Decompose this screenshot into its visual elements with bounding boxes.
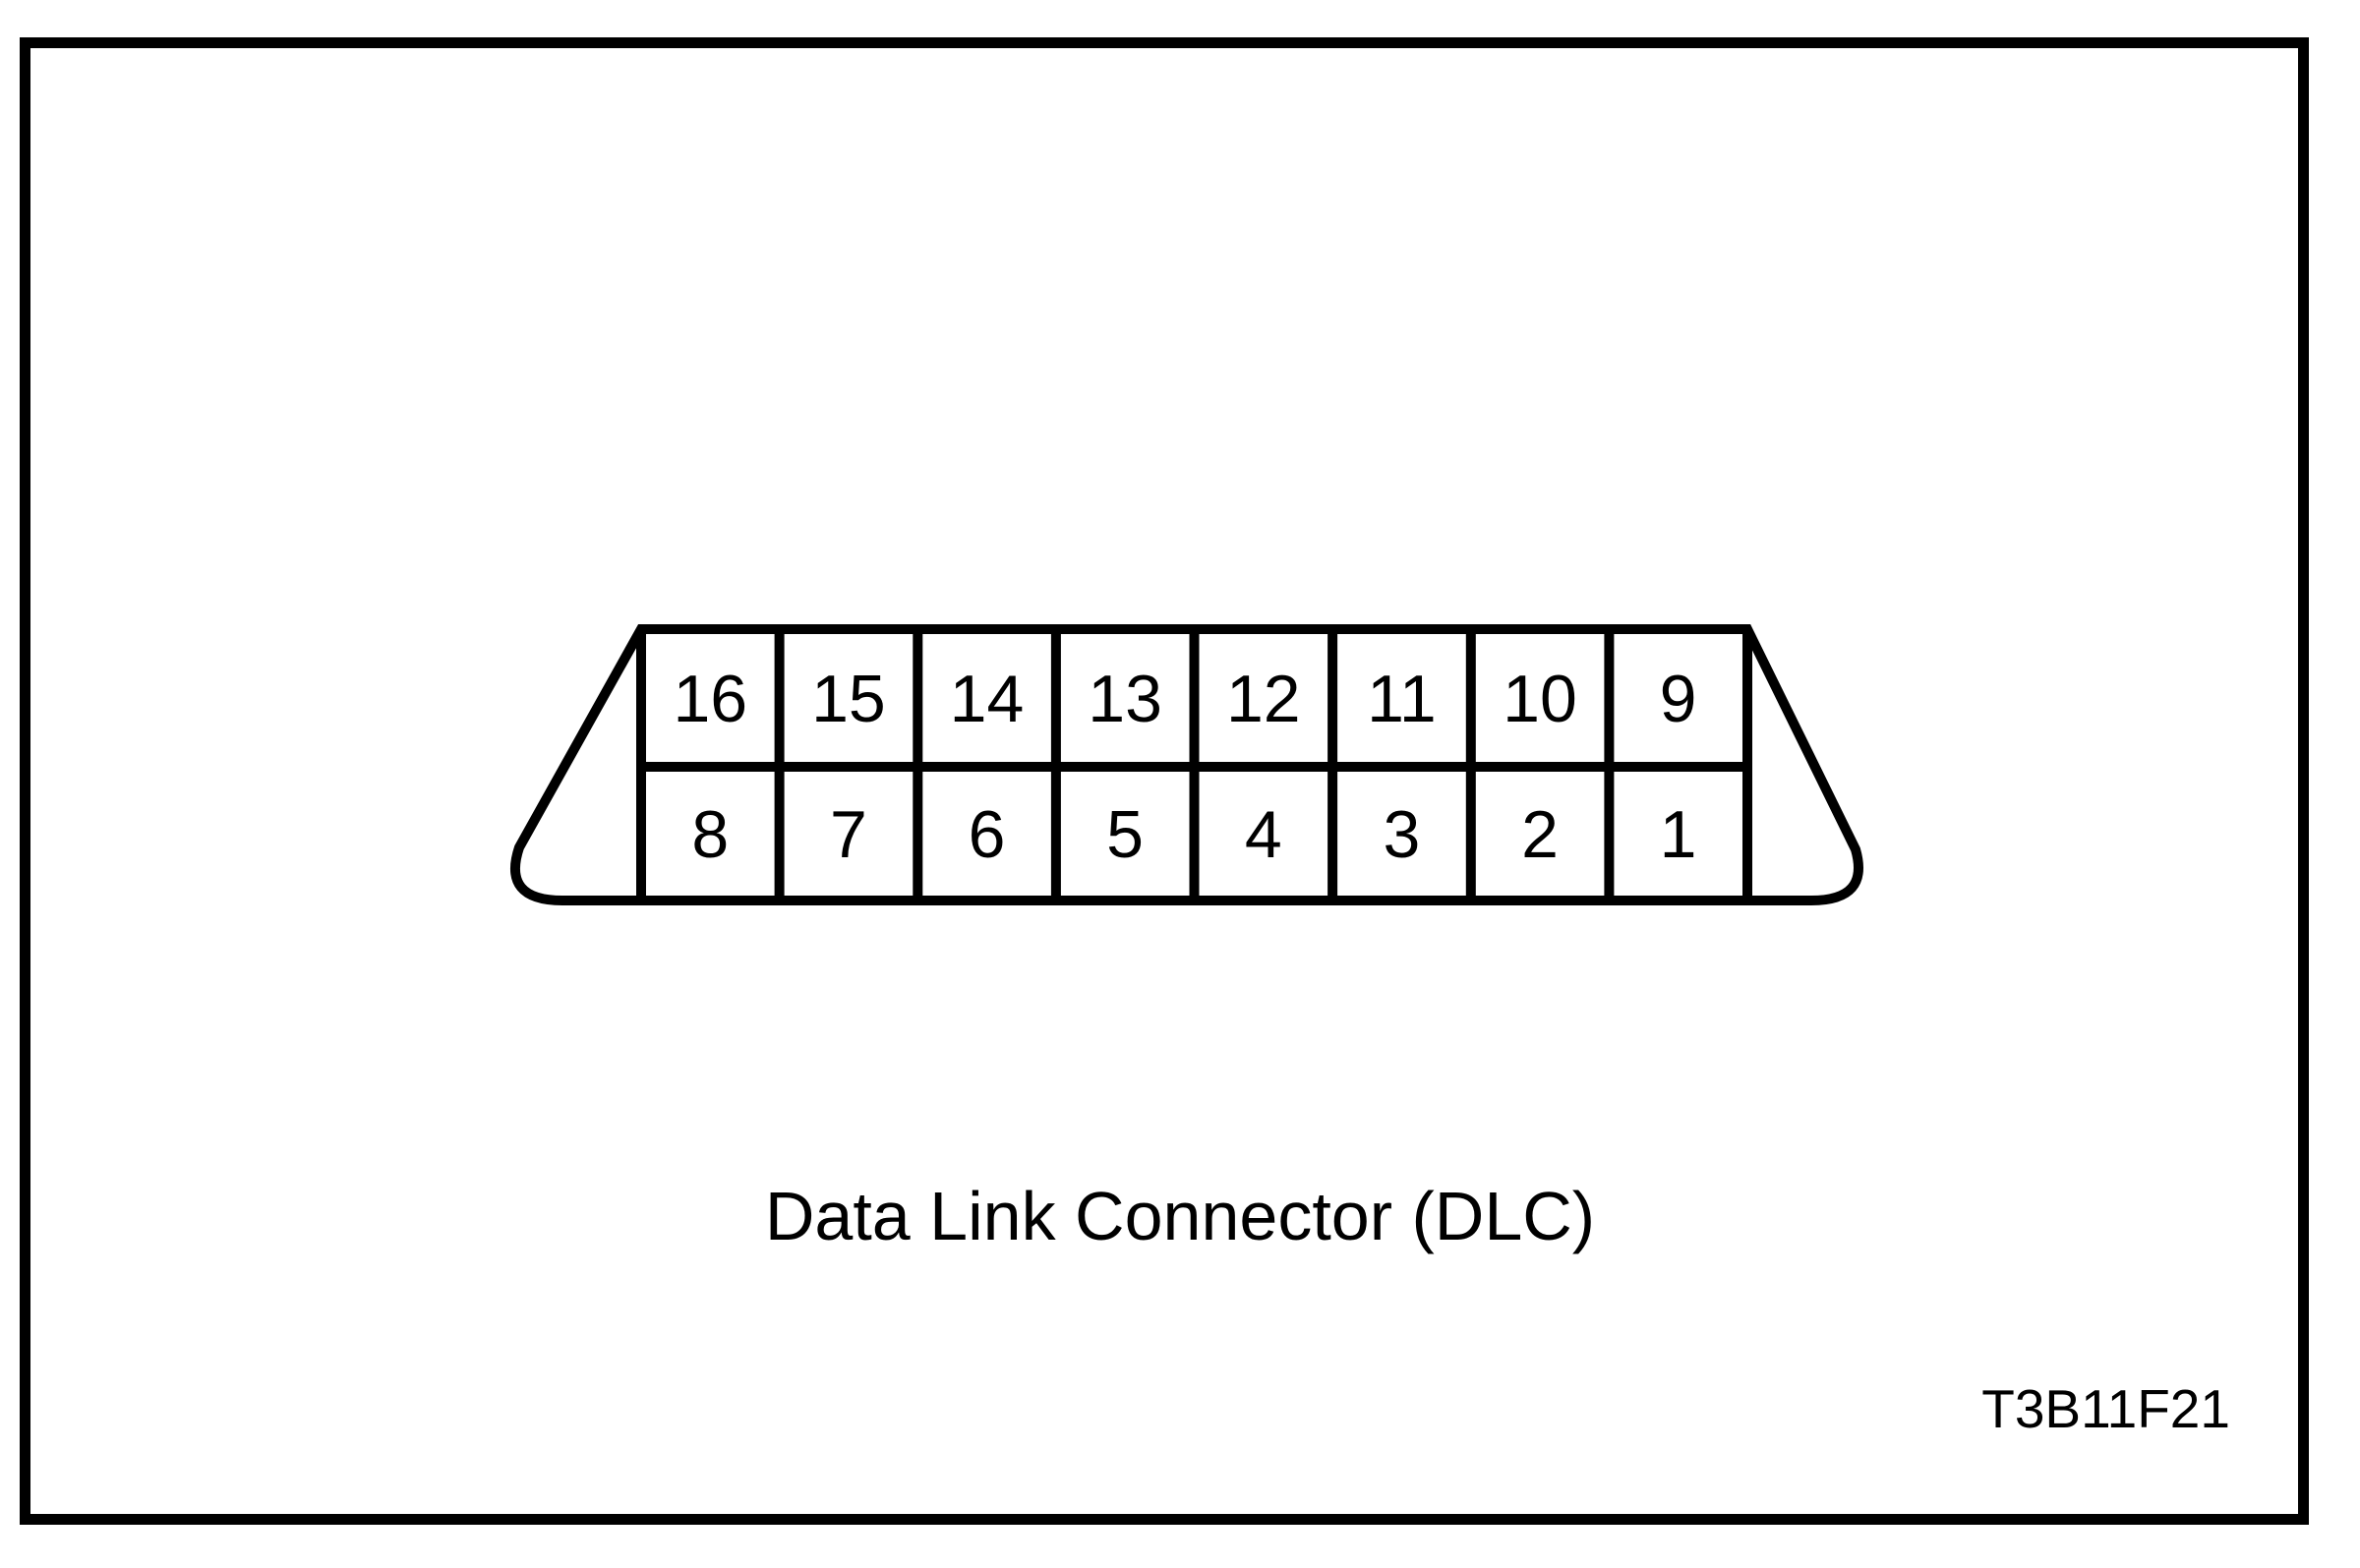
pin-11-label: 11 — [1367, 662, 1437, 736]
pin-5-label: 5 — [1106, 797, 1144, 872]
pin-1-label: 1 — [1660, 797, 1697, 872]
pin-13-label: 13 — [1088, 662, 1162, 736]
figure-caption: Data Link Connector (DLC) — [764, 1178, 1596, 1254]
pin-3-label: 3 — [1383, 797, 1420, 872]
pin-labels: 16 15 14 13 12 11 10 9 8 7 6 5 4 3 2 1 — [673, 662, 1696, 872]
pin-12-label: 12 — [1226, 662, 1301, 736]
pin-4-label: 4 — [1245, 797, 1282, 872]
pin-14-label: 14 — [950, 662, 1025, 736]
pin-7-label: 7 — [830, 797, 867, 872]
pin-9-label: 9 — [1660, 662, 1697, 736]
pin-2-label: 2 — [1521, 797, 1559, 872]
pin-8-label: 8 — [691, 797, 729, 872]
connector-grid — [636, 624, 1752, 905]
pin-16-label: 16 — [673, 662, 747, 736]
pin-15-label: 15 — [811, 662, 886, 736]
figure-border — [20, 37, 2309, 1525]
figure-code: T3B11F21 — [1981, 1378, 2230, 1439]
pin-6-label: 6 — [969, 797, 1006, 872]
pin-10-label: 10 — [1503, 662, 1577, 736]
